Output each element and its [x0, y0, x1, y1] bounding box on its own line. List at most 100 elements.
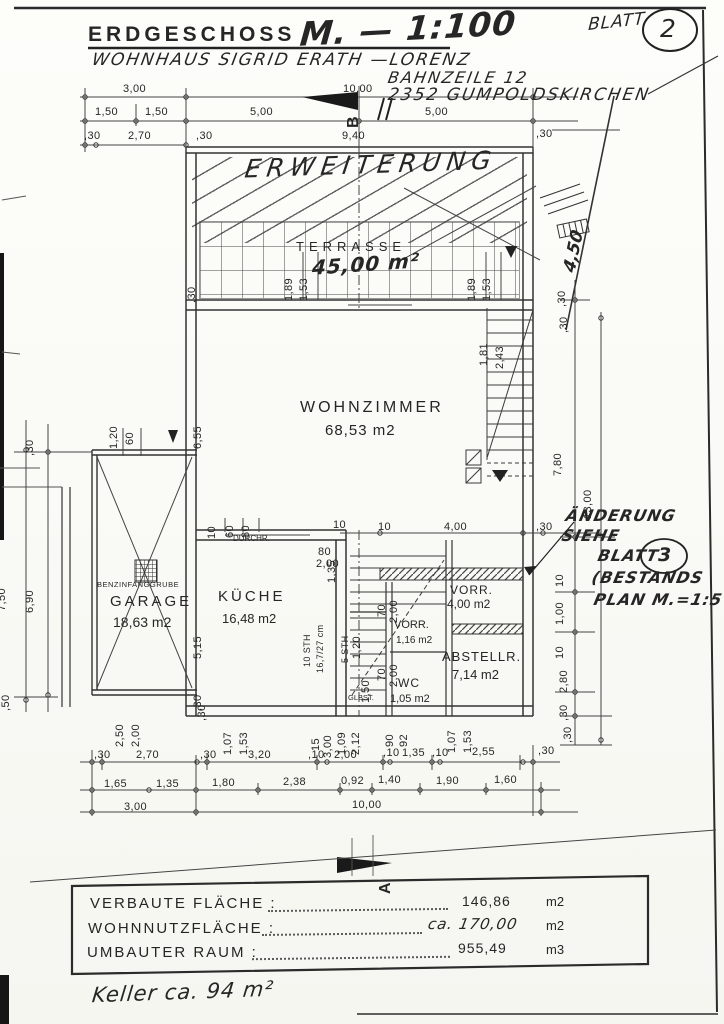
- dim-label: 90: [384, 733, 396, 747]
- dim-label: 3,00: [123, 83, 147, 95]
- table-label-verbaute-flaeche: VERBAUTE FLÄCHE :: [90, 895, 277, 912]
- dim-label: 1,07: [446, 729, 458, 753]
- room-area-wc: 1,05 m2: [390, 693, 430, 705]
- dim-label: 1,50: [145, 106, 169, 118]
- dim-label: 1,53: [481, 277, 493, 301]
- dim-label: ,30: [200, 749, 217, 761]
- dim-label: 15: [310, 737, 322, 751]
- dim-label: 1,35: [402, 747, 426, 759]
- room-name-garage: GARAGE: [110, 593, 193, 610]
- dim-label: 10,00: [343, 83, 373, 95]
- dim-label: 70: [376, 603, 388, 617]
- dim-label: 1,50: [95, 106, 119, 118]
- dim-label: ,30: [556, 290, 568, 308]
- dim-label: 2,50: [114, 723, 126, 747]
- dim-label: 1,20: [108, 425, 120, 449]
- change-note: ÄNDERUNG: [564, 506, 678, 525]
- dim-label: 10: [554, 573, 566, 587]
- dim-label: 1,07: [222, 731, 234, 755]
- room-name-vorraum-gross: VORR.: [450, 583, 494, 597]
- room-area-abstellraum: 7,14 m2: [452, 667, 499, 682]
- section-mark-a: A: [377, 882, 394, 894]
- dim-label: 1,53: [238, 731, 250, 755]
- dim-label: ,30: [196, 704, 208, 722]
- dim-label: ,30: [562, 726, 574, 744]
- dim-label: 2,12: [350, 731, 362, 755]
- dim-label: 10: [378, 521, 392, 533]
- glbst-note: GLBST.: [348, 693, 374, 702]
- dim-label: 1,81: [478, 342, 490, 366]
- dim-label: 1,00: [554, 601, 566, 625]
- dim-label: 0,92: [341, 775, 365, 787]
- benzinfanggrube-note: BENZINFANGGRUBE: [97, 580, 180, 589]
- table-value-verbaute-flaeche: 146,86: [462, 893, 511, 909]
- dim-label: 5,00: [425, 106, 449, 118]
- dim-label: 92: [398, 733, 410, 747]
- room-name-kueche: KÜCHE: [218, 588, 286, 605]
- dim-label: 70: [376, 667, 388, 681]
- change-note: (BESTANDS: [590, 568, 706, 587]
- dim-label: 9,40: [342, 130, 366, 142]
- table-value-wohnnutzflaeche: ca. 170,00: [426, 915, 520, 933]
- durchreiche-note: DURCHR.: [233, 534, 270, 543]
- dim-label: ,30: [186, 286, 198, 304]
- room-area-vorraum-klein: 1,16 m2: [396, 635, 433, 646]
- dim-label: 1,65: [104, 778, 128, 790]
- dim-label: ,30: [196, 130, 213, 142]
- dim-label: 5,15: [192, 635, 204, 659]
- dim-label: 2,00: [388, 663, 400, 687]
- dim-label: 3,20: [248, 749, 272, 761]
- dim-label: ,30: [558, 704, 570, 722]
- dim-label: 1,89: [466, 277, 478, 301]
- dim-label: 1,35: [326, 559, 338, 583]
- room-area-wohnzimmer: 68,53 m2: [325, 422, 396, 439]
- dim-label: 1,89: [283, 277, 295, 301]
- dim-label: 60: [224, 524, 236, 538]
- room-area-vorraum-gross: 4,00 m2: [447, 597, 491, 611]
- room-name-terrasse: TERRASSE: [296, 239, 407, 254]
- dim-label: 10: [206, 525, 218, 539]
- room-area-garage: 18,63 m2: [113, 614, 172, 630]
- dim-label: 2,00: [334, 749, 358, 761]
- room-name-abstellraum: ABSTELLR.: [442, 649, 522, 664]
- dim-label: 3,00: [124, 801, 148, 813]
- dim-label: 4,00: [444, 521, 468, 533]
- dim-label: 1,40: [378, 774, 402, 786]
- room-area-kueche: 16,48 m2: [222, 611, 277, 626]
- stair-note: 16,7/27 cm: [315, 624, 325, 673]
- dim-label: 2,38: [283, 776, 307, 788]
- dim-label: 10: [333, 519, 347, 531]
- sheet-title: ERDGESCHOSS: [88, 23, 296, 46]
- room-name-wc: WC: [398, 676, 420, 690]
- city-line: 2352 GUMPOLDSKIRCHEN: [386, 85, 652, 105]
- table-unit: m3: [546, 942, 565, 957]
- dim-label: ,30: [84, 130, 101, 142]
- sheet-number: 2: [660, 14, 677, 43]
- dim-label: 5,00: [250, 106, 274, 118]
- dim-label: 1,50: [360, 679, 372, 703]
- dim-label: 2,00: [316, 558, 340, 570]
- dim-label: 1,80: [212, 777, 236, 789]
- table-label-wohnnutzflaeche: WOHNNUTZFLÄCHE :: [88, 920, 275, 937]
- dim-label: 10: [554, 645, 566, 659]
- dim-label: 3,00: [322, 734, 334, 758]
- dim-label: 2,70: [128, 130, 152, 142]
- dim-label: 80: [240, 524, 252, 538]
- dim-label: 1,53: [462, 729, 474, 753]
- dim-label: ,10: [432, 747, 449, 759]
- change-note-sheet-number: 3: [658, 544, 673, 566]
- dim-label: ,30: [24, 439, 36, 457]
- dim-label: 2,00: [388, 599, 400, 623]
- dim-label: ,30: [536, 128, 553, 140]
- dim-label: 2,80: [558, 669, 570, 693]
- change-note: BLATT: [596, 546, 661, 565]
- dim-label: 80: [318, 546, 332, 558]
- room-name-vorraum-klein: VORR.: [394, 619, 429, 631]
- room-name-wohnzimmer: WOHNZIMMER: [300, 399, 444, 416]
- dim-label: 7,50: [0, 587, 8, 611]
- dim-label: ,30: [538, 745, 555, 757]
- dim-label: 1,90: [436, 775, 460, 787]
- change-note: PLAN M.=1:5: [592, 590, 724, 609]
